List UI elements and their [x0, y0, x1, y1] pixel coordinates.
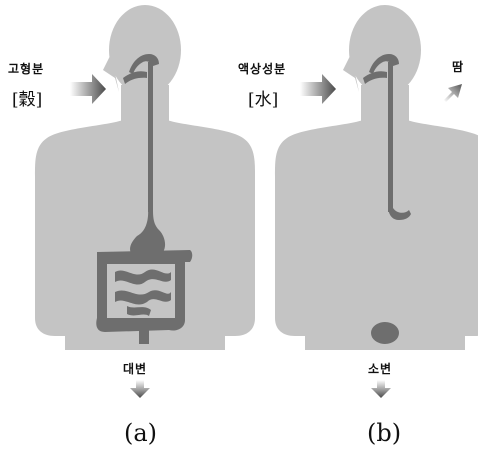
output-label-a: 대변 [123, 360, 147, 377]
output-label-b: 소변 [368, 360, 392, 377]
side-output-label-b: 땀 [452, 58, 464, 75]
input-bracket-b: [水] [248, 85, 278, 110]
sweat-arrow [444, 84, 462, 102]
bladder [371, 322, 399, 344]
input-arrow-b [300, 74, 336, 104]
output-arrow-a [130, 380, 150, 398]
input-label-a: 고형분 [8, 60, 44, 77]
input-arrow-a [70, 74, 106, 104]
input-bracket-a: [穀] [12, 85, 42, 110]
panel-label-a: (a) [124, 419, 157, 447]
body-silhouette-b [275, 5, 478, 350]
output-arrow-b [371, 380, 391, 398]
panel-label-b: (b) [367, 419, 401, 447]
input-label-b: 액상성분 [238, 60, 286, 77]
